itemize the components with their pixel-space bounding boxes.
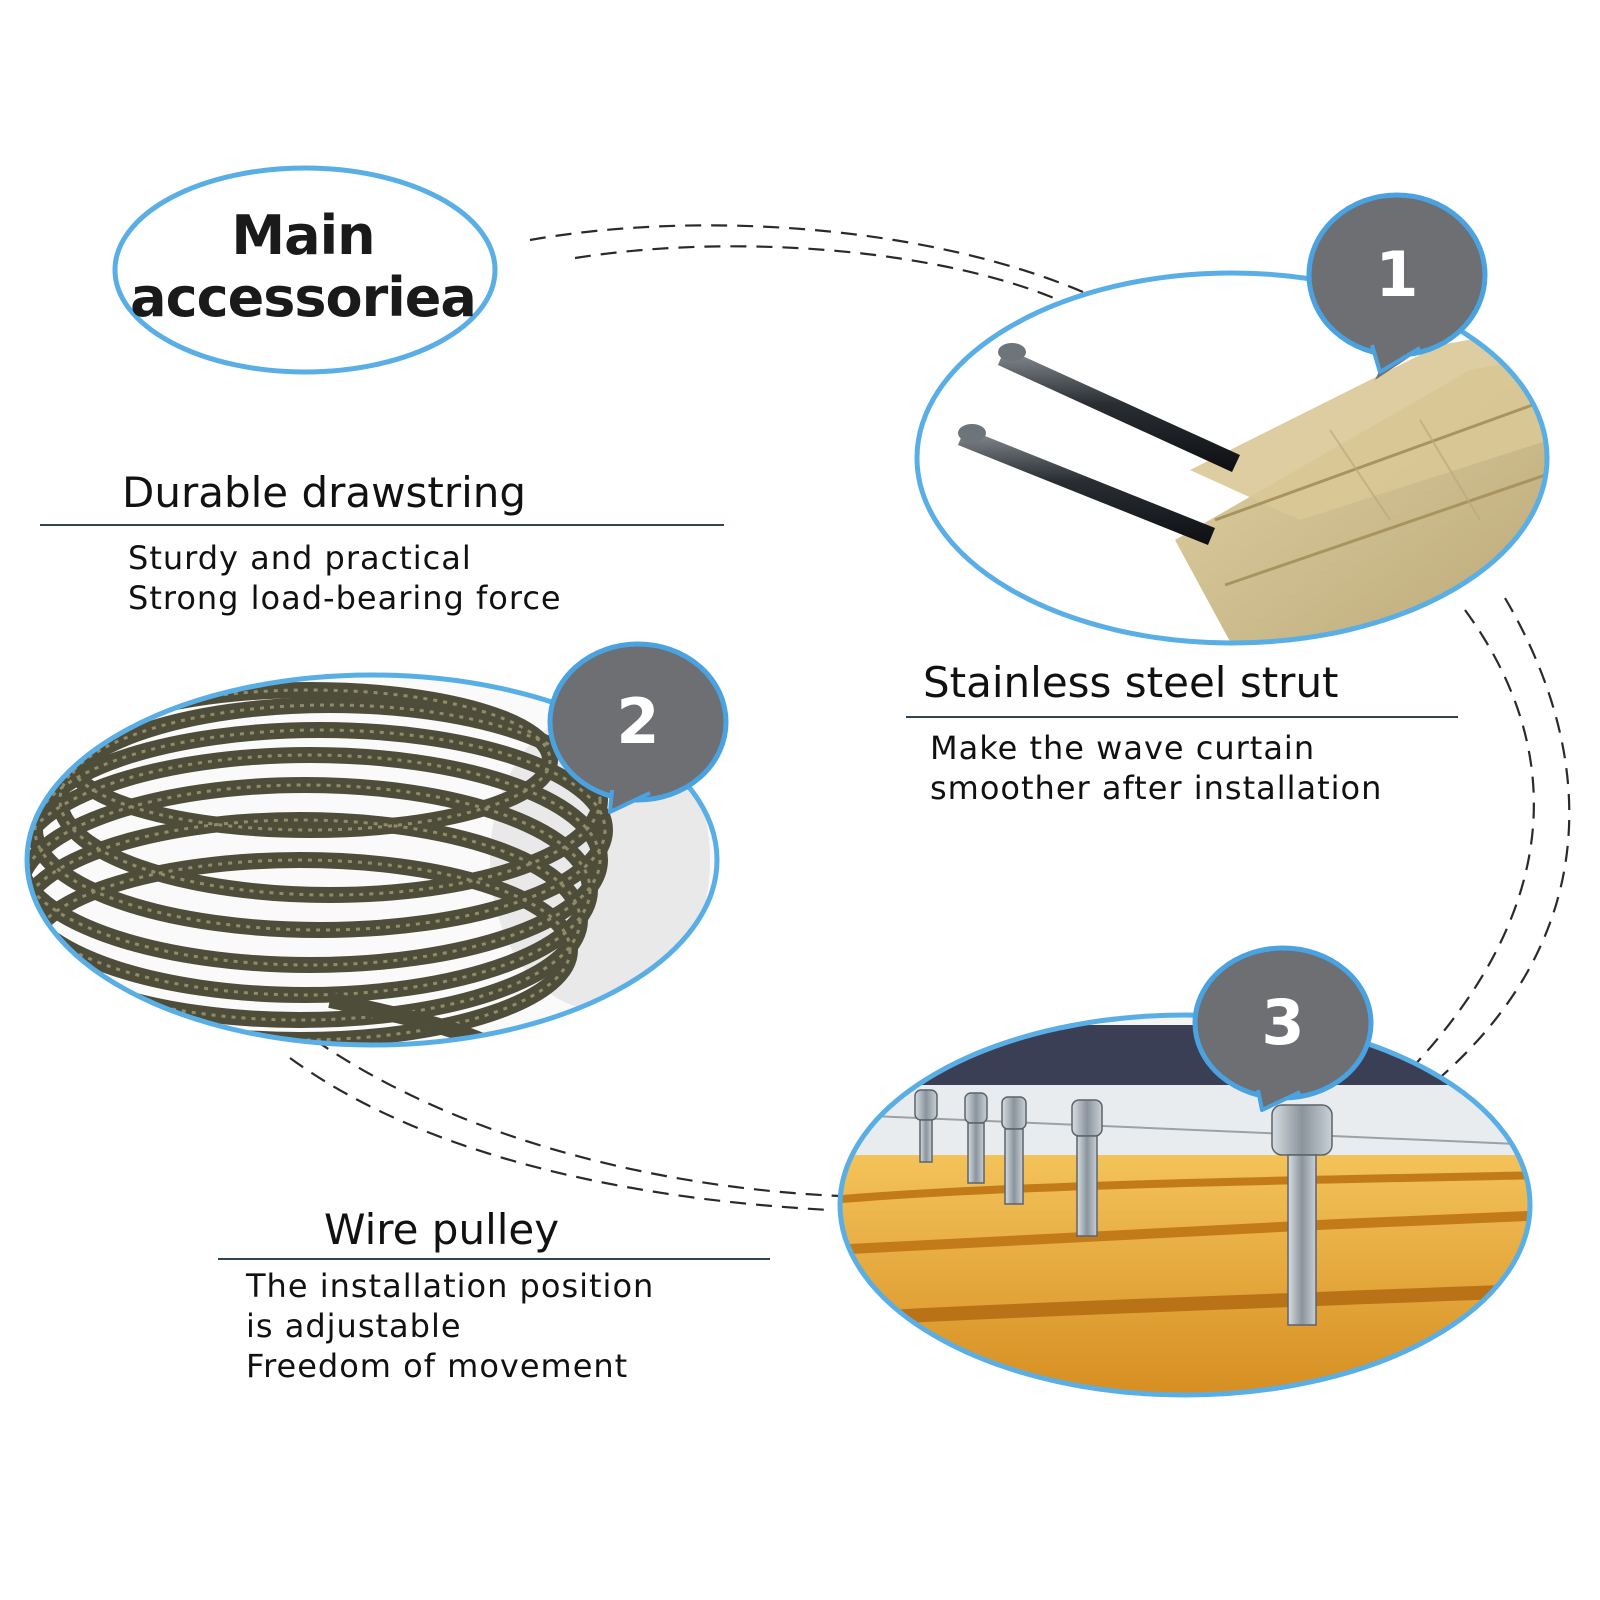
feature-1-desc-line: Make the wave curtain [930,729,1316,767]
page-title: Main accessoriea [118,205,488,329]
connector-2-to-3b [314,1039,841,1198]
feature-3-desc-line: is adjustable [246,1307,462,1345]
feature-2-image [27,675,717,1045]
feature-2-heading: Durable drawstring [122,468,527,517]
title-bubble [112,165,498,375]
feature-2-desc-line: Strong load-bearing force [128,579,562,617]
feature-1-image [917,273,1547,643]
connector-title-to-1a [529,224,1091,297]
connector-2-to-3a [289,1057,831,1212]
title-line-1: Main [231,204,375,267]
connector-1-to-3b [1434,597,1571,1083]
feature-3-divider [218,1258,770,1260]
feature-3-desc-line: The installation position [246,1267,655,1305]
feature-2-desc-line: Sturdy and practical [128,539,472,577]
feature-2-description: Sturdy and practical Strong load-bearing… [128,538,562,618]
feature-2-divider [40,524,724,526]
feature-3-desc-line: Freedom of movement [246,1347,629,1385]
feature-1-description: Make the wave curtain smoother after ins… [930,728,1382,808]
dashed-connector-lines [289,224,1571,1212]
feature-3-description: The installation position is adjustable … [246,1266,654,1386]
feature-3-heading: Wire pulley [324,1205,560,1254]
badge-1-number: 1 [1375,238,1419,311]
feature-1-divider [906,716,1458,718]
title-line-2: accessoriea [130,266,477,329]
badge-2-number: 2 [616,685,660,758]
connector-1-to-3a [1409,609,1535,1071]
feature-3-circle [837,1012,1533,1398]
badge-3-number: 3 [1261,986,1305,1059]
feature-1-circle [914,270,1550,646]
feature-1-heading: Stainless steel strut [923,658,1339,707]
feature-1-desc-line: smoother after installation [930,769,1383,807]
connector-title-to-1b [574,245,1071,307]
feature-2-circle [24,672,720,1048]
